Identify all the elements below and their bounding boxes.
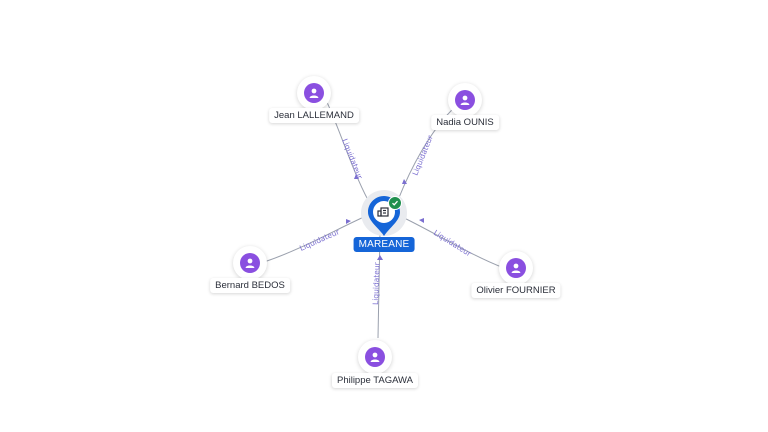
person-node-bernard[interactable] [233, 246, 267, 280]
person-name-nadia[interactable]: Nadia OUNIS [431, 115, 499, 130]
arrow-philippe [377, 255, 383, 260]
person-name-philippe[interactable]: Philippe TAGAWA [331, 373, 419, 388]
edge-bernard [263, 215, 367, 263]
person-name-jean[interactable]: Jean LALLEMAND [269, 108, 359, 123]
person-icon [304, 83, 324, 103]
person-icon [240, 253, 260, 273]
person-name-olivier[interactable]: Olivier FOURNIER [471, 283, 561, 298]
building-icon [377, 207, 389, 217]
edge-nadia [397, 105, 457, 201]
person-name-bernard[interactable]: Bernard BEDOS [210, 278, 290, 293]
company-name-label[interactable]: MAREANE [353, 237, 415, 252]
arrow-nadia [402, 179, 407, 184]
person-node-olivier[interactable] [499, 251, 533, 285]
arrow-olivier [419, 218, 424, 223]
check-icon [388, 196, 402, 210]
person-icon [455, 90, 475, 110]
edge-label-bernard: Liquidateur [298, 227, 341, 253]
edge-olivier [399, 215, 505, 269]
edge-label-jean: Liquidateur [340, 137, 365, 181]
arrow-bernard [346, 219, 351, 224]
person-node-philippe[interactable] [358, 340, 392, 374]
edge-label-olivier: Liquidateur [432, 228, 474, 259]
edge-label-nadia: Liquidateur [411, 133, 436, 177]
person-node-jean[interactable] [297, 76, 331, 110]
person-node-nadia[interactable] [448, 83, 482, 117]
arrow-jean [354, 174, 359, 179]
person-icon [506, 258, 526, 278]
person-icon [365, 347, 385, 367]
edge-label-philippe: Liquidateur [371, 261, 382, 305]
